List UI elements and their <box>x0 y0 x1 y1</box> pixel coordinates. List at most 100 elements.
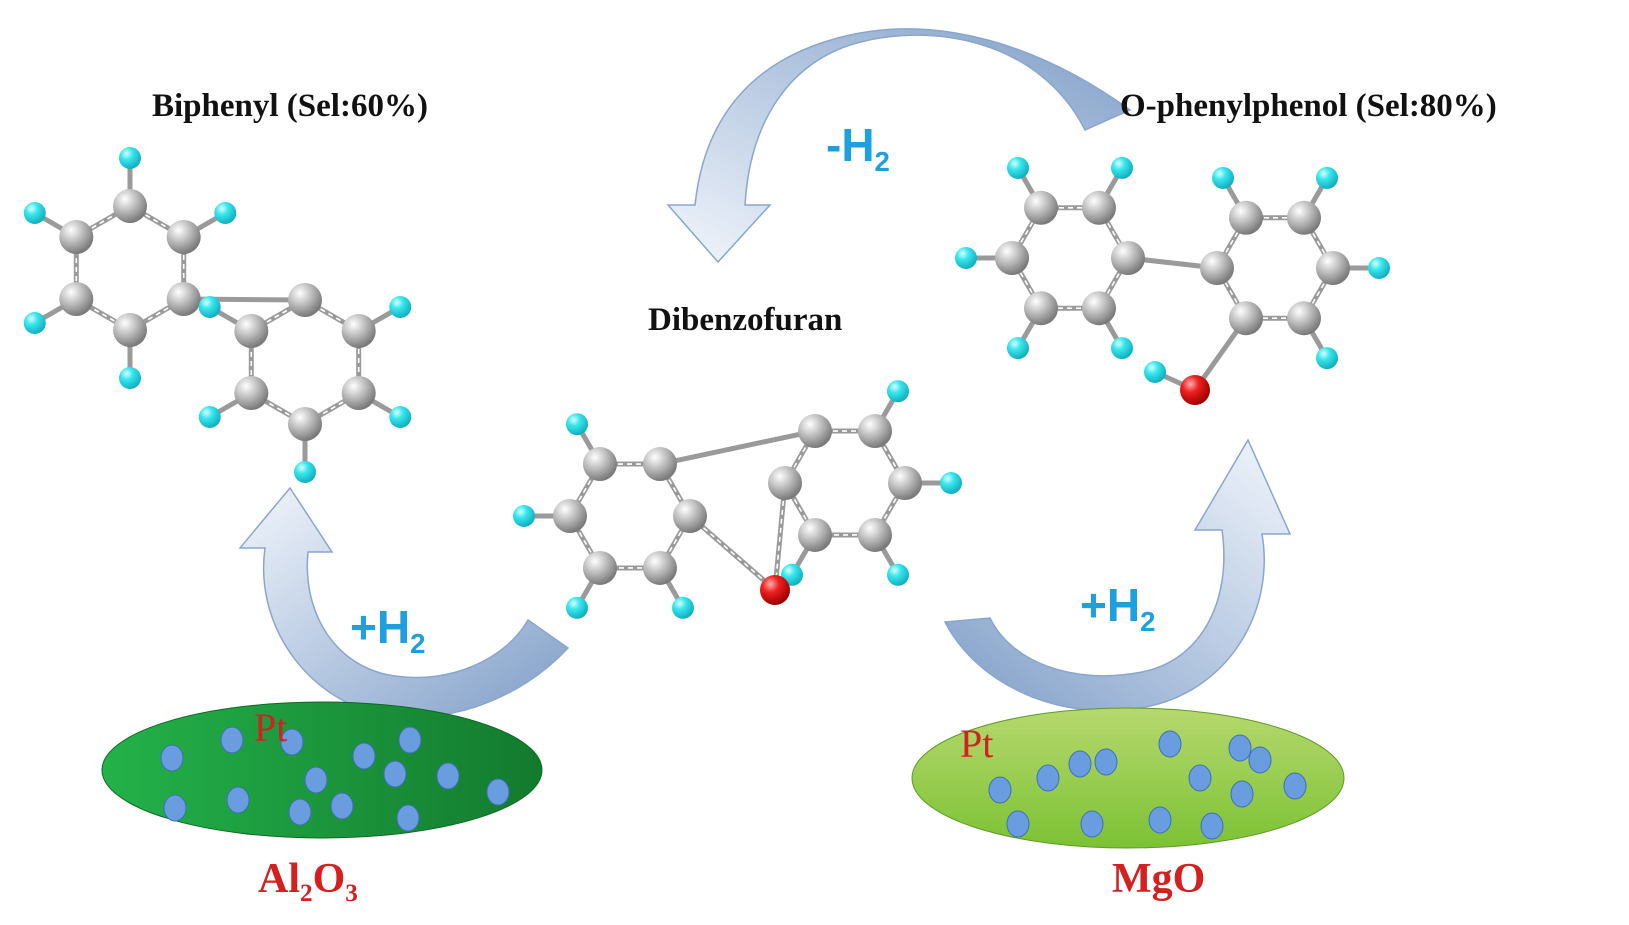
aromatic-bond <box>689 515 776 591</box>
hydrogen-atom <box>1144 361 1166 383</box>
carbon-atom <box>341 376 376 410</box>
plus-h2-label-right: +H2 <box>1080 579 1156 637</box>
al2o3-label: Al2O3 <box>258 856 358 907</box>
pt-particle <box>1283 772 1307 800</box>
pt-particle <box>1036 764 1060 792</box>
hydrogenation-arrow-right <box>943 438 1292 712</box>
hydrogen-atom <box>389 406 412 428</box>
pt-particle <box>280 728 304 756</box>
carbon-atom <box>1287 301 1321 336</box>
mgo-label: MgO <box>1112 856 1206 902</box>
carbon-atom <box>59 282 94 316</box>
carbon-atom <box>59 220 94 254</box>
hydrogen-atom <box>389 296 412 318</box>
carbon-atom <box>234 314 269 348</box>
pt-particle <box>436 762 460 790</box>
hydrogen-atom <box>781 563 803 586</box>
carbon-atom <box>1024 291 1058 326</box>
hydrogen-atom <box>1316 347 1338 370</box>
pt-particle <box>330 792 354 820</box>
hydrogen-atom <box>119 367 141 389</box>
pt-particle <box>1230 780 1254 808</box>
pt-particle <box>486 778 510 806</box>
atoms <box>23 147 1390 619</box>
pt-particle <box>163 794 187 822</box>
minus-h2-label: -H2 <box>826 119 890 177</box>
pt-particle <box>988 776 1012 804</box>
carbon-atom <box>1316 251 1350 285</box>
carbon-atom <box>1229 200 1263 235</box>
carbon-atom <box>1287 200 1321 235</box>
pt-particle <box>288 798 312 826</box>
pt-particles <box>160 726 1307 840</box>
carbon-atom <box>583 550 617 585</box>
pt-particle <box>304 766 328 794</box>
pt-particle <box>1148 806 1172 834</box>
hydrogen-atom <box>214 202 237 224</box>
carbon-atom <box>1082 291 1116 326</box>
dibenzofuran-label: Dibenzofuran <box>648 302 843 338</box>
pt-particle <box>352 742 376 770</box>
carbon-atom <box>288 283 322 317</box>
pt-particle <box>1006 810 1030 838</box>
pt-particle <box>226 786 250 814</box>
hydrogen-atom <box>1111 337 1133 360</box>
oxygen-atom <box>760 575 790 605</box>
pt-particle <box>1094 748 1118 776</box>
carbon-atom <box>995 241 1029 275</box>
pt-label-left: Pt <box>254 705 288 750</box>
carbon-atom <box>1082 190 1116 225</box>
hydrogen-atom <box>1111 156 1133 179</box>
carbon-atom <box>888 466 922 500</box>
carbon-atom <box>113 313 147 347</box>
carbon-atom <box>113 189 147 223</box>
hydrogen-atom <box>955 247 977 269</box>
pt-particle <box>1068 750 1092 778</box>
hydrogen-atom <box>887 380 909 403</box>
hydrogen-atom <box>23 312 46 334</box>
carbon-atom <box>768 466 802 500</box>
hydrogen-atom <box>1316 166 1338 189</box>
carbon-atom <box>553 499 587 533</box>
dehydrogenation-arrow <box>666 28 1132 264</box>
carbon-atom <box>1024 190 1058 225</box>
hydrogen-atom <box>672 596 694 619</box>
pt-particle <box>1188 764 1212 792</box>
pt-particle <box>1158 730 1182 758</box>
carbon-atom <box>858 517 892 552</box>
pt-particle <box>398 726 422 754</box>
hydrogen-atom <box>198 296 221 318</box>
pt-particle <box>1200 812 1224 840</box>
hydrogen-atom <box>1007 337 1029 360</box>
carbon-atom <box>798 517 832 552</box>
carbon-atom <box>288 407 322 441</box>
carbon-atom <box>798 414 832 449</box>
biphenyl-label: Biphenyl (Sel:60%) <box>152 88 428 124</box>
hydrogen-atom <box>887 563 909 586</box>
carbon-atom <box>1200 251 1234 285</box>
hydrogen-atom <box>23 202 46 224</box>
ophenylphenol-label: O-phenylphenol (Sel:80%) <box>1120 88 1497 124</box>
hydrogen-atom <box>566 596 588 619</box>
hydrogen-atom <box>1368 257 1390 279</box>
carbon-atom <box>673 499 707 533</box>
oxygen-atom <box>1180 375 1210 405</box>
carbon-atom <box>166 282 201 316</box>
hydrogen-atom <box>294 461 316 483</box>
hydrogen-atom <box>1007 156 1029 179</box>
pt-particle <box>396 804 420 832</box>
pt-particle <box>1228 734 1252 762</box>
carbon-atom <box>166 220 201 254</box>
pt-particle <box>383 760 407 788</box>
carbon-atom <box>858 414 892 449</box>
carbon-atom <box>643 447 677 482</box>
hydrogen-atom <box>1212 166 1234 189</box>
plus-h2-label-left: +H2 <box>350 601 426 659</box>
carbon-atom <box>234 376 269 410</box>
hydrogen-atom <box>198 406 221 428</box>
hydrogen-atom <box>513 505 535 527</box>
carbon-atom <box>1111 241 1145 275</box>
pt-particle <box>1248 746 1272 774</box>
pt-particle <box>220 726 244 754</box>
